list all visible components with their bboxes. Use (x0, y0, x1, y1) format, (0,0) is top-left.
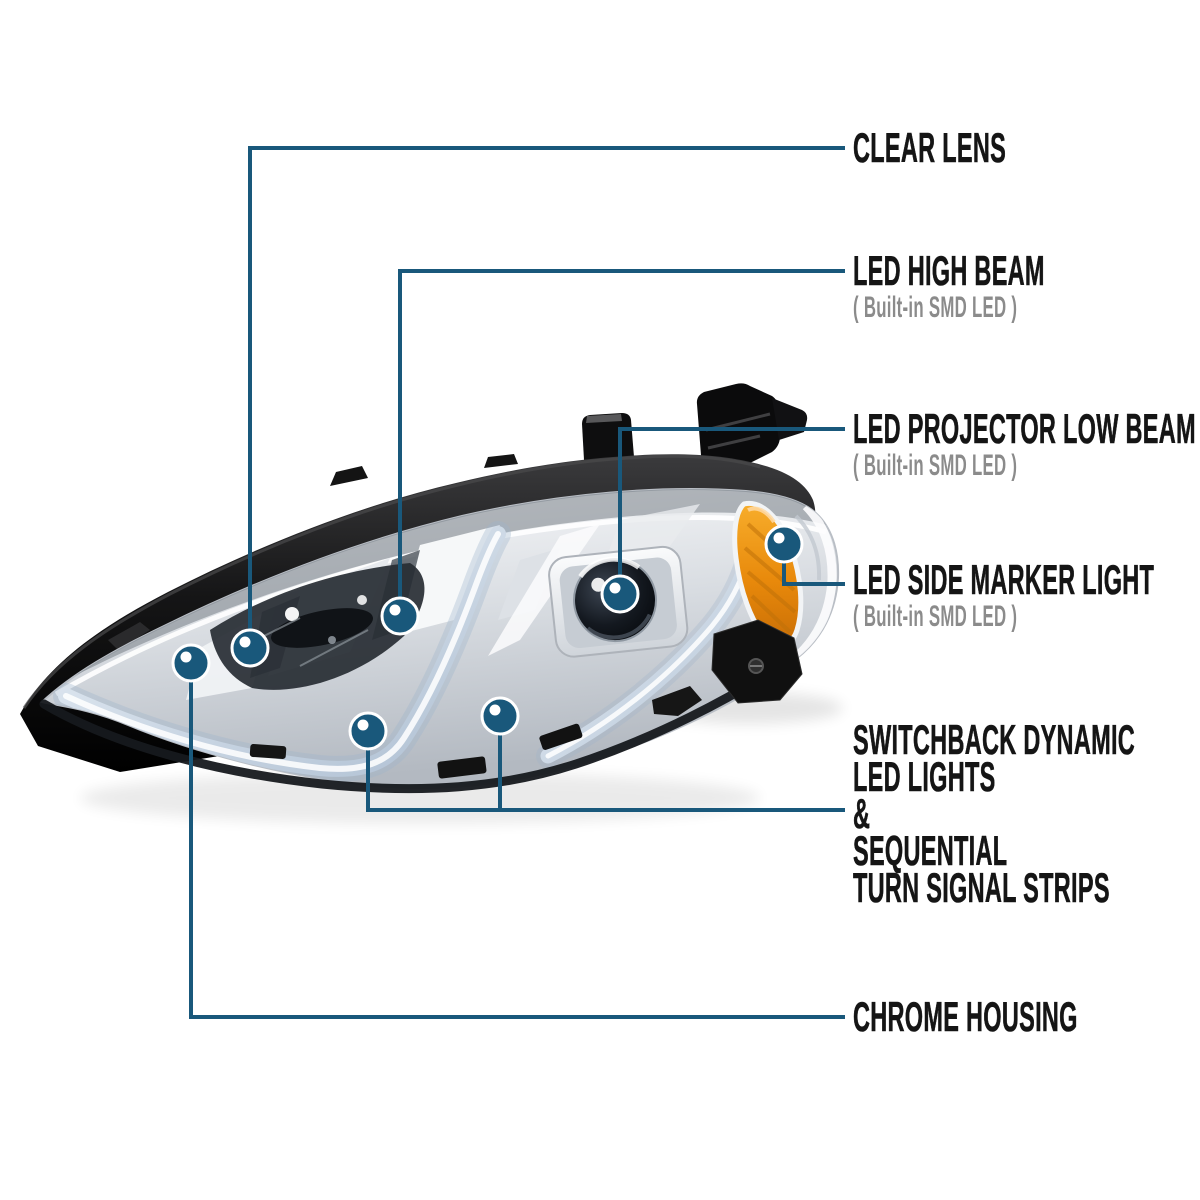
drl-strip-right (536, 546, 760, 768)
callout-lines (189, 146, 845, 1019)
callout-subtitle: ( Built-in SMD LED ) (853, 600, 1018, 633)
callout-label-led-side-marker: LED SIDE MARKER LIGHT ( Built-in SMD LED… (853, 556, 1200, 633)
callout-line-text: SWITCHBACK DYNAMIC (853, 716, 1136, 763)
callout-dot-switchback-a (348, 711, 388, 751)
callout-line-switchback-a (366, 731, 845, 812)
callout-subtitle: ( Built-in SMD LED ) (853, 291, 1018, 324)
drl-strip-left (53, 521, 511, 782)
callout-line-chrome-housing (189, 663, 845, 1019)
callout-line-text: TURN SIGNAL STRIPS (853, 864, 1110, 911)
callout-dot-led-side-marker (764, 524, 804, 564)
mounting-bracket (696, 383, 780, 468)
callout-label-clear-lens: CLEAR LENS (853, 124, 1126, 171)
callout-dot-led-high-beam (380, 596, 420, 636)
callout-label-led-high-beam: LED HIGH BEAM ( Built-in SMD LED ) (853, 247, 1196, 324)
callout-dots (171, 524, 804, 751)
callout-title: LED HIGH BEAM (853, 247, 1045, 294)
callout-line-led-projector-low-beam (618, 427, 845, 594)
callout-line-text: LED LIGHTS (853, 753, 996, 800)
callout-title: CHROME HOUSING (853, 993, 1078, 1040)
callout-title: CLEAR LENS (853, 124, 1007, 171)
callout-subtitle: ( Built-in SMD LED ) (853, 449, 1018, 482)
lower-bracket (249, 619, 803, 779)
callout-line-text: & (853, 790, 871, 837)
bottom-rim (39, 653, 797, 794)
callout-dot-chrome-housing (171, 643, 211, 683)
callout-dot-switchback-b (480, 696, 520, 736)
callout-title: LED PROJECTOR LOW BEAM (853, 405, 1196, 452)
callout-dot-clear-lens (230, 628, 270, 668)
callout-title: LED SIDE MARKER LIGHT (853, 556, 1155, 603)
callout-line-clear-lens (248, 146, 845, 648)
callout-line-text: SEQUENTIAL (853, 827, 1008, 874)
callout-label-switchback: SWITCHBACK DYNAMIC LED LIGHTS & SEQUENTI… (853, 716, 1200, 911)
callout-label-chrome-housing: CHROME HOUSING (853, 993, 1200, 1040)
callout-line-led-high-beam (398, 269, 845, 616)
callout-dot-led-projector-low-beam (600, 574, 640, 614)
callout-label-led-projector-low-beam: LED PROJECTOR LOW BEAM ( Built-in SMD LE… (853, 405, 1200, 482)
